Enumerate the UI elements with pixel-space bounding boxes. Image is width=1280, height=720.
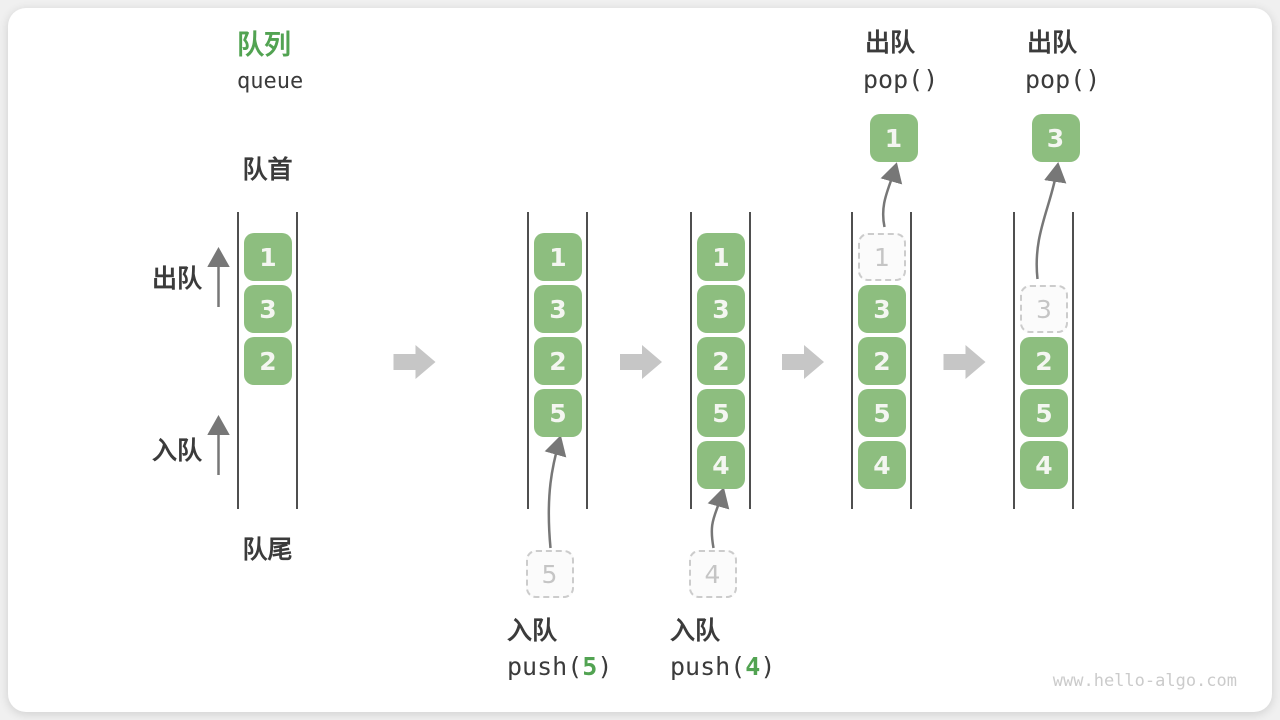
queue-wall-right [296,212,298,509]
queue-element: 2 [534,337,582,385]
queue-wall-left [1013,212,1015,509]
queue-element: 1 [697,233,745,281]
queue-element: 3 [858,285,906,333]
dequeue-caption-zh: 出队 [865,29,916,57]
queue-wall-left [527,212,529,509]
enqueue-caption-zh: 入队 [507,617,558,645]
popped-element: 3 [1031,114,1080,162]
queue-element: 5 [534,389,582,437]
queue-element: 2 [244,337,292,385]
push-close-paren: ) [760,652,776,681]
queue-element: 4 [858,441,906,489]
watermark: www.hello-algo.com [1052,671,1237,691]
queue-element: 2 [697,337,745,385]
queue-wall-right [749,212,751,509]
queue-element: 3 [244,285,292,333]
queue-element: 2 [858,337,906,385]
queue-wall-right [910,212,912,509]
dequeue-caption-code: pop() [1025,65,1101,94]
queue-front-label: 队首 [242,156,293,184]
queue-wall-left [690,212,692,509]
queue-wall-left [851,212,853,509]
queue-element: 2 [1020,337,1068,385]
queue-element: 1 [534,233,582,281]
removed-element-ghost: 1 [858,233,906,281]
figure-title-zh: 队列 [237,30,291,60]
incoming-element-ghost: 5 [525,550,574,598]
push-argument: 5 [582,652,598,681]
push-keyword: push( [507,652,583,681]
dequeue-side-label: 出队 [151,265,202,293]
enqueue-caption-zh: 入队 [670,617,721,645]
dequeue-caption-zh: 出队 [1027,29,1078,57]
push-keyword: push( [670,652,746,681]
enqueue-caption-code: push(5) [507,653,612,681]
queue-wall-right [586,212,588,509]
enqueue-side-label: 入队 [151,437,202,465]
queue-element: 5 [1020,389,1068,437]
queue-element: 5 [697,389,745,437]
popped-element: 1 [869,114,918,162]
queue-rear-label: 队尾 [242,536,293,564]
removed-element-ghost: 3 [1020,285,1068,333]
queue-element: 5 [858,389,906,437]
queue-wall-left [237,212,239,509]
enqueue-caption-code: push(4) [670,653,775,681]
push-close-paren: ) [597,652,613,681]
incoming-element-ghost: 4 [688,550,737,598]
queue-element: 1 [244,233,292,281]
dequeue-caption-code: pop() [863,65,939,94]
queue-wall-right [1072,212,1074,509]
figure-title-en: queue [237,69,304,94]
queue-element: 4 [697,441,745,489]
push-argument: 4 [745,652,761,681]
figure-card [8,8,1272,712]
queue-element: 3 [534,285,582,333]
queue-element: 4 [1020,441,1068,489]
queue-element: 3 [697,285,745,333]
